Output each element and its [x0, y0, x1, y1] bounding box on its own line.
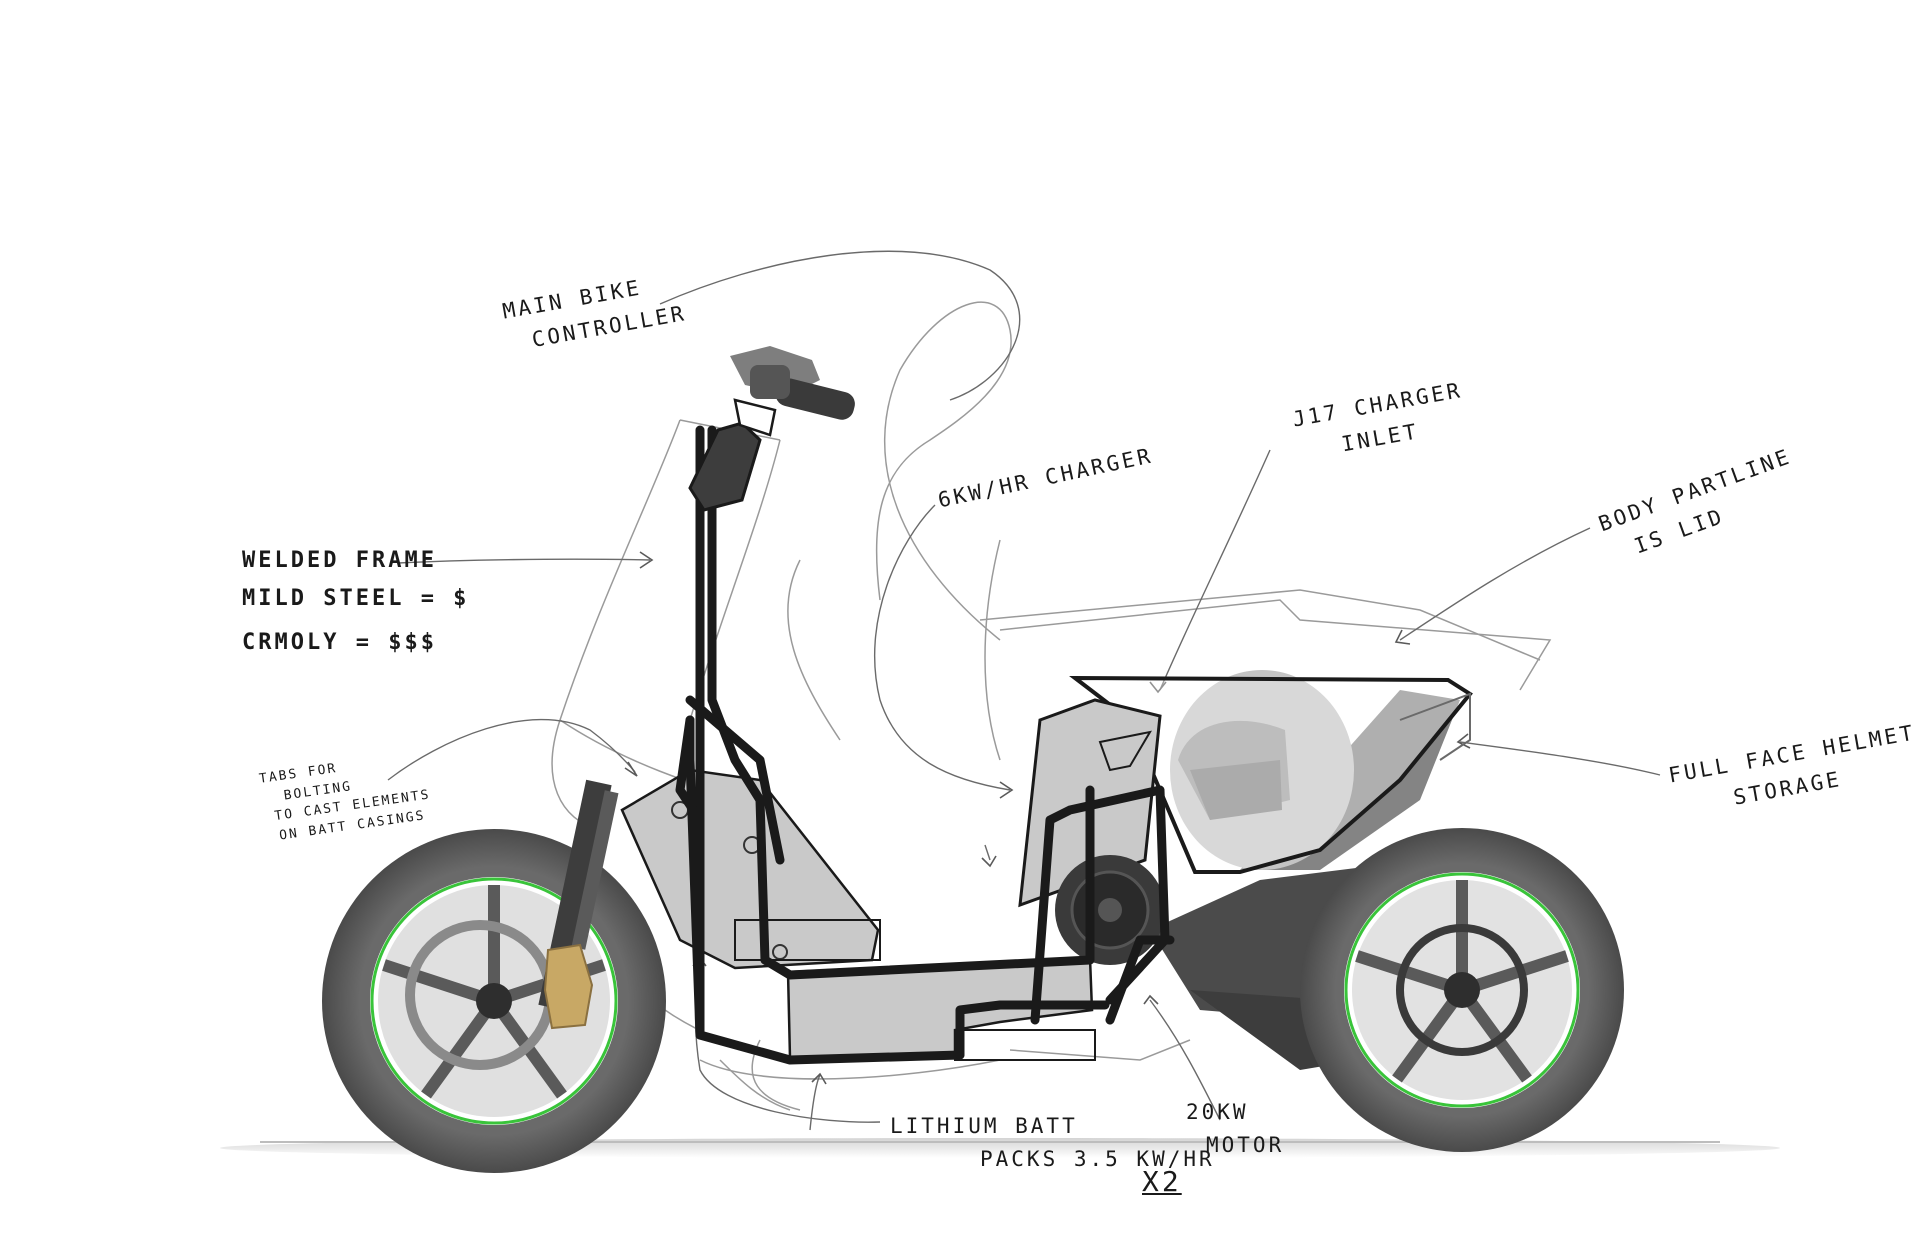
annotation-line: MILD STEEL = $	[242, 586, 470, 612]
battery-pack-upper	[620, 768, 880, 970]
welded-frame	[675, 425, 1175, 1065]
annotation-welded-frame: WELDED FRAME MILD STEEL = $ CRMoly = $$$	[242, 544, 469, 660]
front-wheel-icon	[322, 829, 666, 1173]
annotation-lithium-batt: LITHIUM BATT PACKS 3.5 kW/HR	[890, 1110, 1215, 1175]
motor-icon	[1055, 855, 1165, 965]
annotation-line: WELDED FRAME	[242, 548, 437, 573]
annotation-line: PACKS 3.5 kW/HR	[980, 1146, 1215, 1171]
battery-pack-lower	[734, 919, 1096, 1061]
annotation-line: 20KW	[1186, 1100, 1249, 1124]
annotation-line: MOTOR	[1206, 1132, 1285, 1157]
helmet-icon	[1170, 670, 1354, 870]
annotation-20kw-motor: 20KW MOTOR	[1186, 1096, 1284, 1161]
annotation-line: LITHIUM BATT	[890, 1114, 1078, 1138]
steering-head	[688, 398, 777, 512]
leader-arrowheads	[624, 551, 1471, 1085]
handlebar-icon	[730, 346, 855, 420]
rear-wheel-icon	[1300, 828, 1624, 1152]
annotation-lithium-batt-multiplier: x2	[1142, 1165, 1182, 1198]
annotation-line: CRMoly = $$$	[242, 630, 437, 656]
brake-caliper-icon	[543, 943, 594, 1030]
